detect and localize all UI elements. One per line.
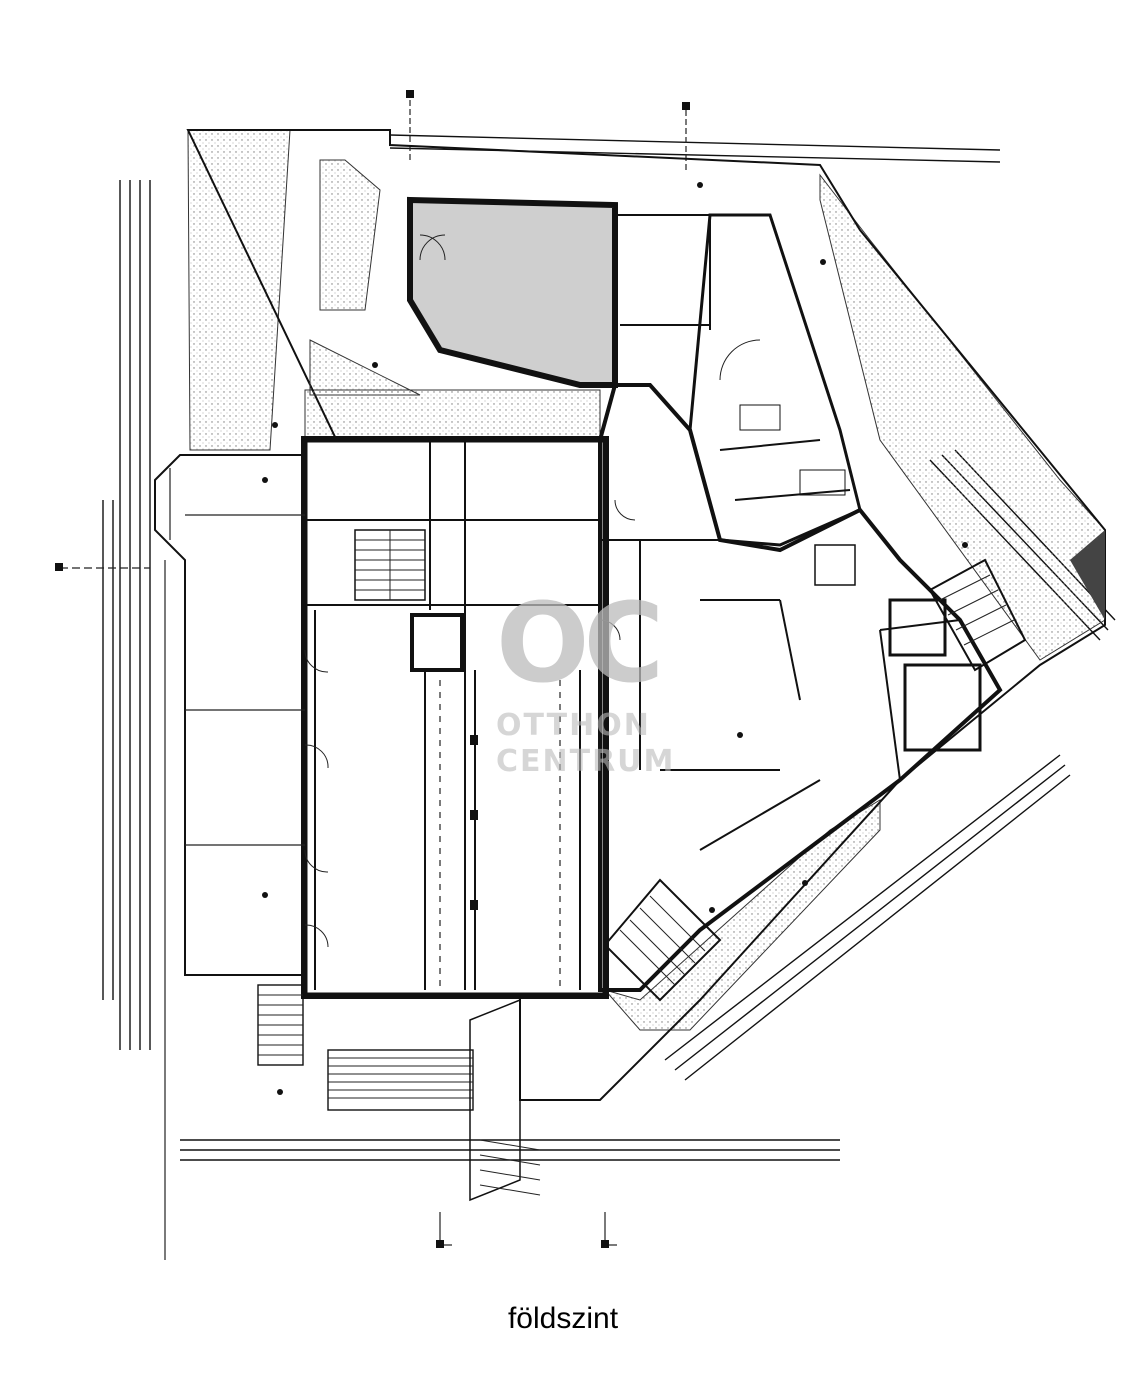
left-rail-lines [60, 180, 166, 1260]
west-wing [154, 454, 329, 976]
entry-path [309, 159, 421, 396]
east-stairs [603, 558, 1027, 1002]
south-stairs [257, 984, 541, 1202]
floor-plan-drawing [55, 90, 1116, 1260]
site-outline [186, 129, 1106, 1101]
bottom-rail-lines [180, 1139, 840, 1246]
north-block [407, 196, 770, 388]
main-building [301, 436, 609, 999]
stairs-main [354, 529, 426, 601]
floor-plan [55, 90, 1116, 1260]
east-wing [598, 213, 1003, 992]
section-markers [55, 90, 968, 1248]
floor-caption: földszint [507, 1302, 619, 1335]
